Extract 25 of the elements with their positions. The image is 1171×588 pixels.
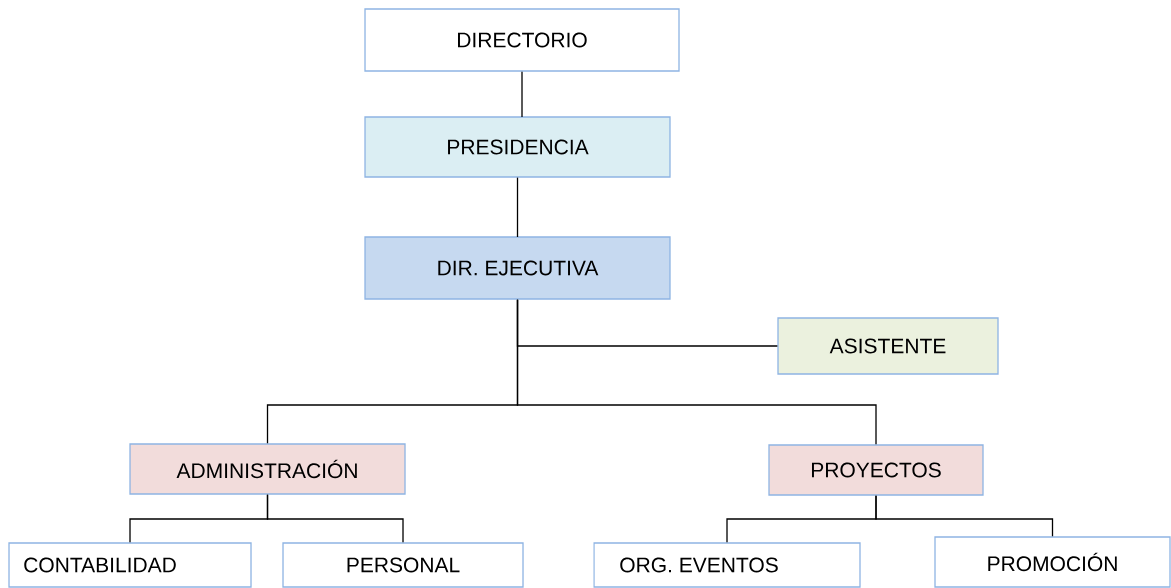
box-label: ASISTENTE: [829, 338, 946, 354]
box-label: DIRECTORIO: [458, 32, 587, 48]
connector: [516, 177, 519, 238]
connector: [521, 71, 523, 118]
org-box: [364, 8, 680, 72]
box-label: PERSONAL: [347, 557, 460, 573]
box-label: CONTABILIDAD: [24, 557, 176, 573]
org-box: [8, 542, 252, 588]
connector: [875, 495, 1054, 537]
org-box: [364, 116, 671, 178]
org-box: [282, 542, 524, 588]
org-box: [364, 236, 671, 300]
org-box: [129, 443, 406, 495]
org-box: [593, 542, 861, 588]
box-label: ADMINISTRACIÓN: [176, 459, 357, 479]
box-label: PROYECTOS: [812, 462, 941, 478]
connector: [516, 299, 877, 445]
box-label: PROMOCIÓN: [988, 552, 1117, 572]
connector: [266, 494, 404, 543]
org-box: [777, 317, 999, 375]
org-box: [768, 444, 984, 496]
box-label: DIR. EJECUTIVA: [438, 260, 599, 276]
org-box: [934, 536, 1171, 588]
box-label: ORG. EVENTOS: [620, 557, 778, 573]
box-label: PRESIDENCIA: [448, 139, 589, 155]
